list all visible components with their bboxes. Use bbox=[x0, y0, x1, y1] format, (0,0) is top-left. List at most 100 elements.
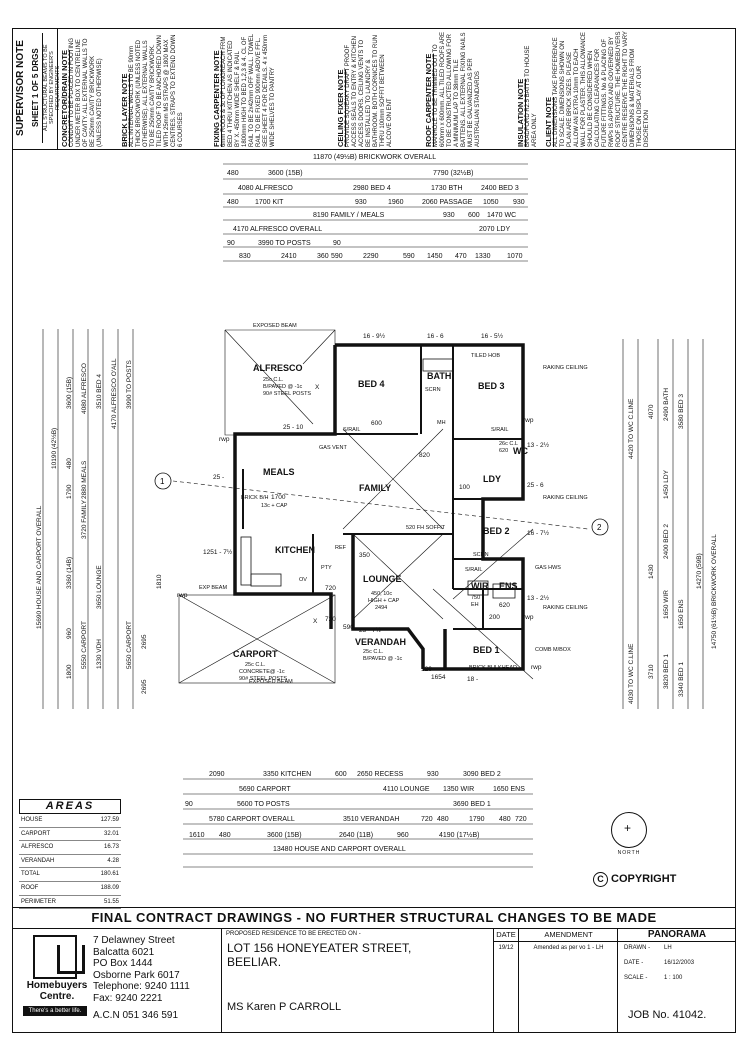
svg-text:1450 LDY: 1450 LDY bbox=[663, 469, 670, 499]
svg-text:rwp: rwp bbox=[523, 417, 534, 424]
svg-text:RAKING CEILING: RAKING CEILING bbox=[543, 605, 588, 611]
svg-text:25 -: 25 - bbox=[213, 474, 224, 481]
room-kitchen: KITCHEN bbox=[275, 545, 315, 555]
svg-text:480: 480 bbox=[227, 199, 239, 206]
svg-text:2494: 2494 bbox=[375, 605, 387, 611]
title-block: Homebuyers Centre. There's a better life… bbox=[13, 929, 736, 1032]
svg-text:360: 360 bbox=[317, 253, 329, 260]
svg-text:4190 (17½B): 4190 (17½B) bbox=[439, 831, 479, 839]
company-address: 7 Delawney Street Balcatta 6021 PO Box 1… bbox=[93, 935, 190, 1021]
svg-text:14270 (59B): 14270 (59B) bbox=[696, 553, 703, 589]
room-alfresco: ALFRESCO bbox=[253, 363, 303, 373]
client-name: MS Karen P CARROLL bbox=[227, 1001, 342, 1013]
svg-text:930: 930 bbox=[355, 199, 367, 206]
svg-text:3510 VERANDAH: 3510 VERANDAH bbox=[343, 816, 399, 823]
svg-text:200: 200 bbox=[489, 614, 500, 621]
svg-text:2090: 2090 bbox=[209, 771, 225, 778]
svg-text:2980 BED 4: 2980 BED 4 bbox=[353, 185, 391, 192]
svg-text:BRICK B/H: BRICK B/H bbox=[241, 495, 269, 501]
svg-text:1251 - 7½: 1251 - 7½ bbox=[203, 548, 233, 556]
section-marker-1: 1 bbox=[160, 477, 165, 486]
contract-banner: FINAL CONTRACT DRAWINGS - NO FURTHER STR… bbox=[13, 907, 735, 929]
svg-text:1650 ENS: 1650 ENS bbox=[678, 599, 685, 629]
svg-text:3720 FAMILY: 3720 FAMILY bbox=[81, 499, 88, 539]
svg-text:CONCRETE@ -1c: CONCRETE@ -1c bbox=[239, 669, 285, 675]
svg-text:930: 930 bbox=[443, 212, 455, 219]
svg-text:90: 90 bbox=[333, 240, 341, 247]
svg-text:4110 LOUNGE: 4110 LOUNGE bbox=[383, 786, 430, 793]
svg-text:RAKING CEILING: RAKING CEILING bbox=[543, 365, 588, 371]
svg-text:1790: 1790 bbox=[469, 816, 485, 823]
svg-text:4080 ALFRESCO: 4080 ALFRESCO bbox=[81, 363, 88, 414]
svg-text:RAKING CEILING: RAKING CEILING bbox=[543, 495, 588, 501]
svg-text:7790 (32½B): 7790 (32½B) bbox=[433, 169, 473, 177]
svg-text:rwp: rwp bbox=[523, 614, 534, 621]
company-tagline: There's a better life. bbox=[23, 1006, 87, 1016]
svg-text:4420 TO WC C.LINE: 4420 TO WC C.LINE bbox=[628, 398, 635, 459]
svg-text:620: 620 bbox=[499, 448, 508, 454]
supervisor-note: SUPERVISOR NOTE SHEET 1 OF 5 DRGS ALL ST… bbox=[13, 29, 61, 149]
room-bed2: BED 2 bbox=[483, 526, 510, 536]
svg-text:16 - 9½: 16 - 9½ bbox=[363, 332, 386, 340]
svg-text:1430: 1430 bbox=[648, 564, 655, 579]
svg-text:8190 FAMILY / MEALS: 8190 FAMILY / MEALS bbox=[313, 212, 385, 219]
svg-text:26c C.L: 26c C.L bbox=[499, 441, 518, 447]
svg-text:25c C.L.: 25c C.L. bbox=[263, 377, 284, 383]
svg-text:16 - 6: 16 - 6 bbox=[427, 333, 444, 340]
svg-text:720: 720 bbox=[325, 585, 336, 592]
dim-top-overall: 11870 (49½B) BRICKWORK OVERALL bbox=[313, 153, 436, 161]
svg-text:1810: 1810 bbox=[156, 574, 163, 589]
floor-plan: 1 2 11870 (49½B) BRICKWORK OVERALL 480 3… bbox=[36, 153, 718, 868]
svg-text:590: 590 bbox=[403, 253, 415, 260]
svg-text:1650 WIR: 1650 WIR bbox=[663, 590, 670, 619]
svg-text:EXPOSED BEAM: EXPOSED BEAM bbox=[249, 679, 293, 685]
svg-text:960: 960 bbox=[397, 832, 409, 839]
svg-text:GAS HWS: GAS HWS bbox=[535, 565, 561, 571]
svg-text:2695: 2695 bbox=[141, 679, 148, 694]
svg-text:PTY: PTY bbox=[321, 565, 332, 571]
svg-text:3600 (15B): 3600 (15B) bbox=[267, 832, 302, 839]
svg-text:930: 930 bbox=[427, 771, 439, 778]
svg-text:590: 590 bbox=[331, 253, 343, 260]
svg-text:25c C.L.: 25c C.L. bbox=[363, 649, 384, 655]
job-number: JOB No. 41042. bbox=[628, 1009, 707, 1021]
svg-text:3600 (15B): 3600 (15B) bbox=[66, 377, 73, 409]
svg-text:1470 WC: 1470 WC bbox=[487, 212, 516, 219]
company-acn: A.C.N 051 346 591 bbox=[93, 1010, 179, 1021]
drawing-sheet: SUPERVISOR NOTE SHEET 1 OF 5 DRGS ALL ST… bbox=[12, 28, 736, 1033]
room-carport: CARPORT bbox=[233, 649, 278, 659]
svg-text:450, 10c: 450, 10c bbox=[371, 591, 392, 597]
company-name: Homebuyers Centre. bbox=[26, 980, 88, 1002]
drawing-details: PANORAMA DRAWN -LH DATE -16/12/2003 SCAL… bbox=[617, 929, 736, 1032]
svg-text:2695: 2695 bbox=[141, 634, 148, 649]
svg-text:5550 CARPORT: 5550 CARPORT bbox=[81, 621, 88, 669]
house-logo-icon bbox=[33, 935, 85, 979]
svg-text:720: 720 bbox=[421, 816, 433, 823]
svg-text:120: 120 bbox=[421, 666, 432, 673]
svg-text:OV: OV bbox=[299, 577, 307, 583]
svg-text:1050: 1050 bbox=[483, 199, 499, 206]
notes-strip: SUPERVISOR NOTE SHEET 1 OF 5 DRGS ALL ST… bbox=[13, 29, 735, 150]
svg-text:1790: 1790 bbox=[66, 484, 73, 499]
svg-text:2060 PASSAGE: 2060 PASSAGE bbox=[422, 199, 473, 206]
svg-text:620: 620 bbox=[499, 602, 510, 609]
svg-text:1610: 1610 bbox=[189, 832, 205, 839]
svg-text:18 -: 18 - bbox=[467, 676, 478, 683]
svg-text:830: 830 bbox=[239, 253, 251, 260]
room-bed3: BED 3 bbox=[478, 381, 505, 391]
svg-text:rwp: rwp bbox=[531, 664, 542, 671]
svg-text:3650 LOUNGE: 3650 LOUNGE bbox=[96, 565, 103, 609]
svg-text:2400 BED 3: 2400 BED 3 bbox=[481, 185, 519, 192]
svg-text:4070: 4070 bbox=[648, 404, 655, 419]
svg-text:S/RAIL: S/RAIL bbox=[491, 427, 508, 433]
room-verandah: VERANDAH bbox=[355, 637, 406, 647]
areas-title: AREAS bbox=[19, 799, 121, 814]
svg-text:4170 ALFRESCO OVERALL: 4170 ALFRESCO OVERALL bbox=[233, 226, 322, 233]
svg-text:13 - 2½: 13 - 2½ bbox=[527, 441, 550, 449]
svg-text:3580 BED 3: 3580 BED 3 bbox=[678, 394, 685, 429]
svg-text:EXP BEAM: EXP BEAM bbox=[199, 585, 227, 591]
svg-text:25c C.L.: 25c C.L. bbox=[245, 662, 266, 668]
